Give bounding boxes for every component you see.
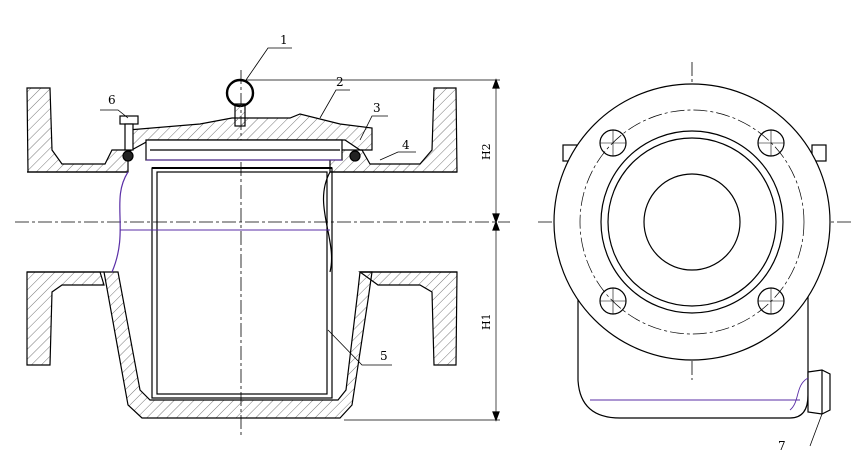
leader-1 <box>245 47 292 81</box>
leader-7 <box>809 413 823 447</box>
right-flange-bottom <box>358 271 458 366</box>
lifting-ring <box>225 78 255 108</box>
bore <box>643 173 741 271</box>
raised-face-outer <box>600 130 784 314</box>
cutaway-left <box>111 171 129 273</box>
end-view <box>538 62 852 447</box>
part-label-3: 3 <box>373 101 381 115</box>
ring-stem <box>234 103 246 127</box>
cutaway-right <box>322 171 333 273</box>
bolt-circle <box>579 109 805 335</box>
drain-plug <box>807 369 831 415</box>
dimension-h1: H1 <box>480 313 493 330</box>
leader-5 <box>327 329 392 366</box>
section-view <box>15 47 510 435</box>
end-body <box>577 270 809 419</box>
dimension-h2: H2 <box>480 143 493 160</box>
part-label-5: 5 <box>380 349 388 363</box>
part-label-2: 2 <box>336 75 344 89</box>
seal-left <box>122 150 134 162</box>
part-label-7: 7 <box>778 439 786 451</box>
part-label-4: 4 <box>402 138 410 152</box>
right-flange-top <box>329 87 458 173</box>
part-label-6: 6 <box>108 93 116 107</box>
leader-3 <box>359 115 388 141</box>
left-flange-bottom <box>26 271 105 366</box>
screen-basket <box>151 167 333 399</box>
bolt-shank <box>124 123 134 151</box>
flange-outer <box>553 83 831 361</box>
seal-right <box>349 150 361 162</box>
bolt-head <box>119 115 139 125</box>
body-bowl <box>103 271 373 419</box>
leader-4 <box>379 151 416 161</box>
part-label-1: 1 <box>280 33 288 47</box>
raised-face-inner <box>607 137 777 307</box>
leader-2 <box>319 89 350 119</box>
leader-6 <box>100 109 129 119</box>
